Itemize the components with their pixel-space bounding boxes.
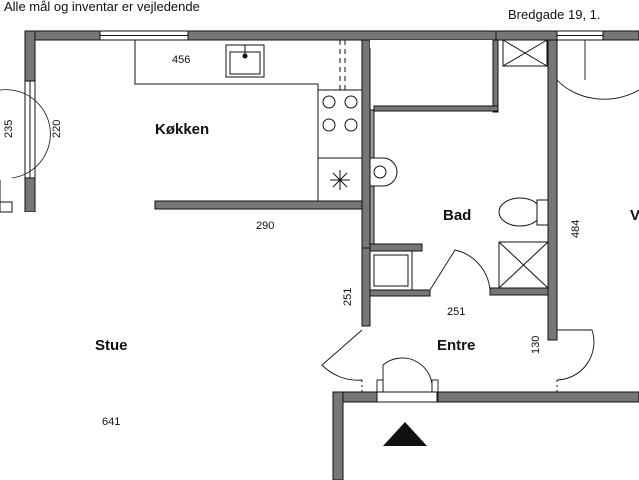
window-left	[24, 80, 36, 179]
wall-top-left	[24, 30, 101, 41]
wall-closet-bottom	[373, 105, 499, 112]
dim-stue-width: 641	[102, 416, 120, 428]
disclaimer-note: Alle mål og inventar er vejledende	[4, 0, 200, 14]
wall-kitchen	[154, 200, 371, 210]
door-swings	[321, 40, 639, 403]
room-entry-label: Entre	[437, 337, 475, 354]
bath-sink-icon	[369, 157, 398, 187]
wall-top-bath	[495, 30, 558, 41]
left-wall-stub	[0, 180, 13, 213]
wall-left-lower	[24, 177, 36, 213]
window-top-right	[556, 30, 604, 41]
window-top	[99, 30, 189, 41]
room-right-partial-label: V	[630, 207, 639, 224]
wall-bath-right	[547, 39, 558, 341]
dim-window-left-a: 235	[3, 120, 15, 138]
stove-icon	[317, 89, 363, 202]
dim-stue-wall: 251	[342, 288, 354, 306]
wall-central-lower	[361, 247, 371, 327]
wall-left-upper	[24, 30, 36, 82]
left-door-swing	[0, 89, 51, 179]
entrance-arrow-icon	[383, 422, 427, 446]
dim-bath-depth: 484	[570, 220, 582, 238]
dimension-marks	[361, 380, 558, 392]
wall-central-upper	[361, 39, 371, 249]
dim-kitchen-wall: 290	[256, 220, 274, 232]
entrance-threshold	[376, 391, 438, 403]
sink-icon	[225, 44, 265, 78]
dim-kitchen-counter: 456	[172, 54, 190, 66]
vent-shaft	[502, 39, 548, 67]
shower-icon	[498, 241, 549, 289]
wall-top-right	[602, 30, 639, 41]
dim-entre-width: 251	[447, 306, 465, 318]
room-bath-label: Bad	[443, 207, 471, 224]
dim-entre-depth: 130	[530, 336, 542, 354]
entre-closet	[369, 250, 413, 291]
wall-bath-bottom-right	[489, 287, 549, 296]
dim-window-left-b: 220	[51, 120, 63, 138]
wall-bottom-left	[332, 391, 344, 480]
room-kitchen-label: Køkken	[155, 121, 209, 138]
wall-top-mid	[187, 30, 499, 41]
wall-bath-bottom-left	[369, 243, 423, 252]
wall-bottom-b	[436, 391, 639, 403]
toilet-icon	[498, 197, 549, 227]
wall-closet	[492, 39, 499, 113]
room-living-label: Stue	[95, 337, 128, 354]
wall-entre-top	[369, 289, 431, 297]
address-label: Bredgade 19, 1.	[508, 7, 601, 22]
walls	[0, 30, 639, 480]
